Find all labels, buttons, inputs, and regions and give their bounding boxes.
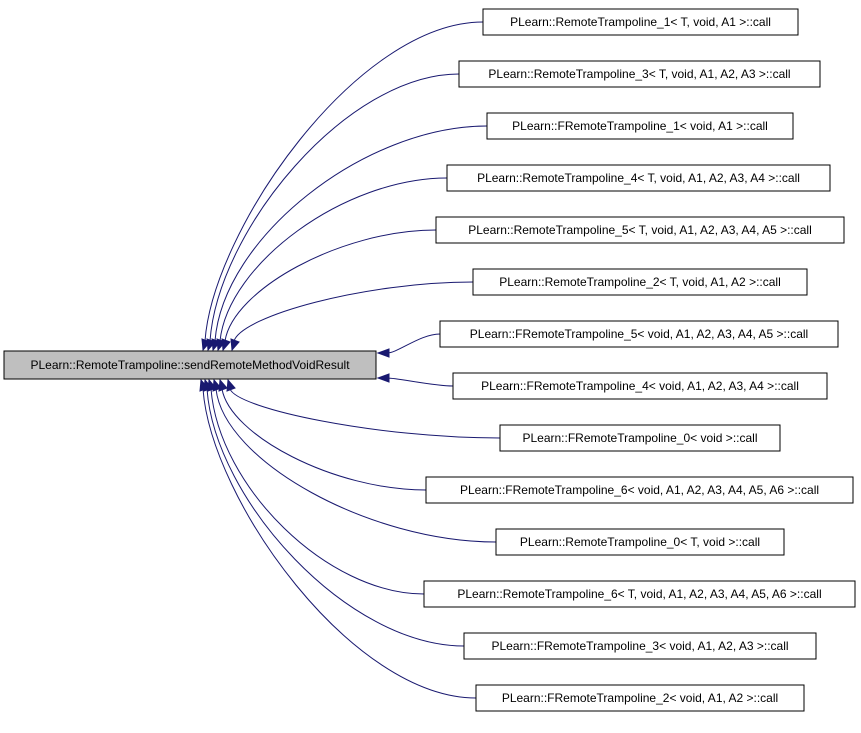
call-edge [224,229,437,342]
root-node[interactable]: PLearn::RemoteTrampoline::sendRemoteMeth… [3,350,377,380]
caller-node-label: PLearn::RemoteTrampoline_4< T, void, A1,… [477,171,800,185]
caller-node[interactable]: PLearn::FRemoteTrampoline_1< void, A1 >:… [486,112,794,140]
caller-node-label: PLearn::RemoteTrampoline_5< T, void, A1,… [468,223,812,237]
caller-node[interactable]: PLearn::RemoteTrampoline_6< T, void, A1,… [423,580,856,608]
caller-node-label: PLearn::FRemoteTrampoline_4< void, A1, A… [481,379,799,393]
caller-node-box [452,372,828,400]
caller-node-label: PLearn::RemoteTrampoline_1< T, void, A1 … [510,15,771,29]
arrowhead-icon [221,338,231,352]
caller-node[interactable]: PLearn::RemoteTrampoline_1< T, void, A1 … [482,8,799,36]
arrowhead-icon [226,378,236,392]
caller-node-label: PLearn::RemoteTrampoline_6< T, void, A1,… [457,587,821,601]
call-edge [215,388,497,543]
caller-node-box [499,424,781,452]
caller-node[interactable]: PLearn::RemoteTrampoline_3< T, void, A1,… [458,60,821,88]
caller-node-label: PLearn::FRemoteTrampoline_0< void >::cal… [522,431,757,445]
caller-node-box [458,60,821,88]
caller-node-box [423,580,856,608]
caller-node-box [486,112,794,140]
call-edge [206,388,465,647]
caller-node-box [475,684,805,712]
caller-node[interactable]: PLearn::FRemoteTrampoline_2< void, A1, A… [475,684,805,712]
caller-node-box [425,476,854,504]
arrowhead-icon [218,378,228,392]
caller-node[interactable]: PLearn::RemoteTrampoline_5< T, void, A1,… [435,216,845,244]
caller-node-label: PLearn::RemoteTrampoline_2< T, void, A1,… [499,275,781,289]
arrowhead-icon [376,348,390,358]
arrowhead-icon [376,373,390,383]
root-node-label: PLearn::RemoteTrampoline::sendRemoteMeth… [30,358,350,372]
caller-node[interactable]: PLearn::FRemoteTrampoline_5< void, A1, A… [439,320,839,348]
call-edge [221,388,427,491]
caller-node-label: PLearn::FRemoteTrampoline_1< void, A1 >:… [512,119,768,133]
caller-node-box [439,320,839,348]
caller-node-label: PLearn::FRemoteTrampoline_6< void, A1, A… [460,483,819,497]
nodes-layer: PLearn::RemoteTrampoline::sendRemoteMeth… [3,8,856,712]
edges-layer [199,21,501,699]
arrowhead-icon [199,378,209,392]
caller-node-box [446,164,831,192]
caller-node-label: PLearn::FRemoteTrampoline_5< void, A1, A… [470,327,808,341]
caller-node-box [472,268,808,296]
caller-node[interactable]: PLearn::FRemoteTrampoline_4< void, A1, A… [452,372,828,400]
call-edge [214,125,488,342]
caller-node-label: PLearn::RemoteTrampoline_3< T, void, A1,… [488,67,790,81]
caller-node-label: PLearn::FRemoteTrampoline_3< void, A1, A… [491,639,788,653]
call-edge [233,281,474,342]
caller-node[interactable]: PLearn::RemoteTrampoline_2< T, void, A1,… [472,268,808,296]
call-edge [386,333,441,354]
call-edge [386,377,454,387]
call-edge [210,388,425,595]
call-edge [202,388,477,699]
call-edge [219,177,448,342]
caller-node-box [482,8,799,36]
caller-node-label: PLearn::RemoteTrampoline_0< T, void >::c… [520,535,760,549]
call-edge [229,388,501,439]
call-edge [204,21,484,342]
caller-node[interactable]: PLearn::RemoteTrampoline_4< T, void, A1,… [446,164,831,192]
root-node-box [3,350,377,380]
caller-node[interactable]: PLearn::FRemoteTrampoline_0< void >::cal… [499,424,781,452]
caller-node[interactable]: PLearn::RemoteTrampoline_0< T, void >::c… [495,528,785,556]
caller-node[interactable]: PLearn::FRemoteTrampoline_6< void, A1, A… [425,476,854,504]
arrowhead-icon [230,338,240,352]
caller-node-box [463,632,817,660]
caller-node-box [495,528,785,556]
caller-node-label: PLearn::FRemoteTrampoline_2< void, A1, A… [502,691,778,705]
caller-node-box [435,216,845,244]
caller-node[interactable]: PLearn::FRemoteTrampoline_3< void, A1, A… [463,632,817,660]
call-edge [209,73,460,342]
